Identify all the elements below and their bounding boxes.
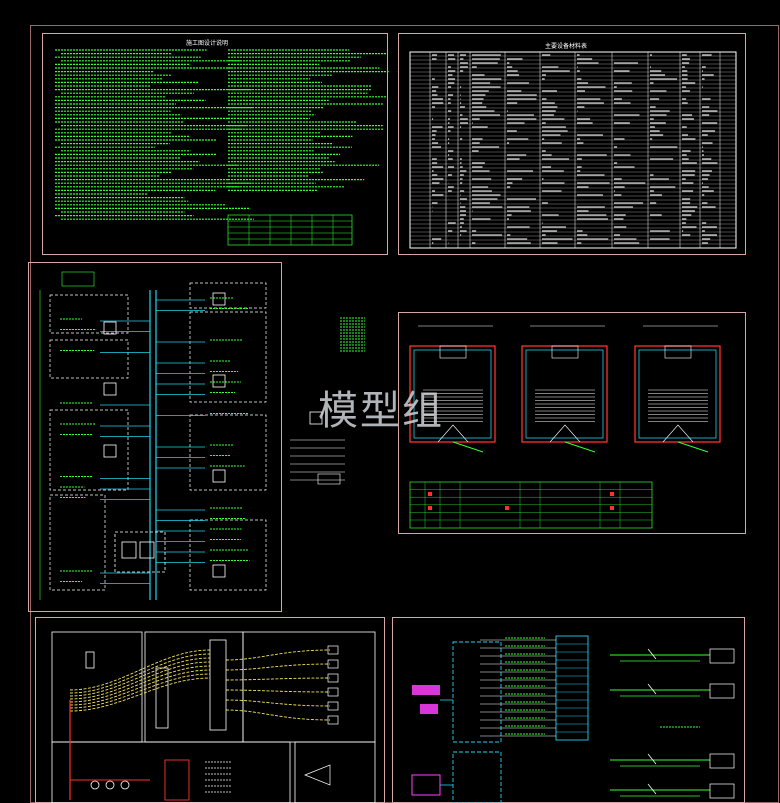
control-cable-bundle bbox=[225, 649, 331, 661]
equipment-symbol bbox=[317, 473, 341, 485]
control-cable-bundle bbox=[69, 677, 211, 712]
plan-leader-line bbox=[677, 441, 709, 453]
plan-leader-line bbox=[564, 441, 596, 453]
riser-room-box bbox=[189, 311, 267, 403]
magenta-device bbox=[412, 685, 440, 695]
control-cable-bundle bbox=[69, 665, 211, 703]
equipment-symbol bbox=[309, 411, 323, 425]
equipment-symbol bbox=[103, 382, 117, 396]
equipment-symbol bbox=[212, 374, 226, 388]
panel-box bbox=[294, 741, 376, 803]
pump-symbol bbox=[120, 780, 130, 790]
control-cable-bundle bbox=[69, 649, 211, 691]
riser-room-box bbox=[49, 494, 106, 591]
plan-stair bbox=[439, 345, 467, 359]
watermark-text: 模型组 bbox=[318, 388, 444, 434]
system-cabinet-dashed bbox=[452, 641, 502, 743]
panel-box bbox=[51, 631, 143, 743]
control-cable-bundle bbox=[69, 657, 211, 697]
equipment-symbol bbox=[212, 469, 226, 483]
terminal-device bbox=[327, 715, 339, 725]
speaker-symbol bbox=[304, 764, 331, 786]
riser-room-box bbox=[189, 519, 267, 591]
equipment-symbol bbox=[103, 444, 117, 458]
riser-room-box bbox=[189, 414, 267, 491]
sheet-title-equipment-table: 主要设备材料表 bbox=[545, 43, 588, 50]
sheet-riser-diagram bbox=[28, 262, 282, 612]
plan-stair bbox=[551, 345, 579, 359]
plan-legend-table bbox=[409, 481, 653, 529]
riser-room-box bbox=[114, 531, 166, 573]
riser-room-box bbox=[189, 282, 267, 309]
output-device-box bbox=[709, 783, 735, 799]
switch-symbol bbox=[647, 683, 657, 695]
plan-door-swing bbox=[662, 424, 694, 443]
terminal-device bbox=[327, 659, 339, 669]
control-cable-bundle bbox=[69, 673, 211, 709]
magenta-device bbox=[420, 704, 438, 714]
plan-door-swing bbox=[437, 424, 469, 443]
riser-room-box bbox=[49, 294, 129, 334]
sheet-title-design-notes: 施工图设计说明 bbox=[186, 40, 229, 47]
pump-symbol bbox=[105, 780, 115, 790]
terminal-device bbox=[327, 673, 339, 683]
legend-symbol bbox=[428, 506, 432, 510]
legend-symbol bbox=[610, 492, 614, 496]
terminal-device bbox=[327, 687, 339, 697]
plan-leader-line bbox=[452, 441, 484, 453]
control-cable-bundle bbox=[225, 699, 331, 707]
control-cable-bundle bbox=[225, 663, 331, 671]
control-cable-bundle bbox=[225, 689, 331, 693]
equipment-symbol bbox=[121, 541, 137, 559]
switch-symbol bbox=[647, 753, 657, 765]
output-device-box bbox=[709, 648, 735, 664]
terminal-device bbox=[327, 645, 339, 655]
plan-door-swing bbox=[549, 424, 581, 443]
control-cable-bundle bbox=[69, 653, 211, 694]
terminal-strip bbox=[555, 635, 589, 741]
control-cable-bundle bbox=[69, 661, 211, 700]
equipment-symbol bbox=[85, 651, 95, 669]
equipment-symbol bbox=[212, 564, 226, 578]
pump-symbol bbox=[90, 780, 100, 790]
terminal-device bbox=[327, 701, 339, 711]
controller-cabinet bbox=[209, 639, 227, 731]
equipment-table-border bbox=[409, 51, 737, 249]
equipment-symbol bbox=[103, 321, 117, 335]
sheet-design-notes bbox=[42, 33, 388, 255]
control-cable-bundle bbox=[225, 677, 331, 681]
switch-symbol bbox=[647, 648, 657, 660]
legend-symbol bbox=[505, 506, 509, 510]
control-cable-bundle bbox=[69, 669, 211, 706]
plan-wall-outline bbox=[521, 345, 608, 443]
plan-pipe-loop bbox=[413, 349, 492, 439]
legend-symbol bbox=[428, 492, 432, 496]
equipment-symbol bbox=[139, 541, 155, 559]
sheet-equipment-table bbox=[398, 33, 746, 255]
riser-room-box bbox=[49, 339, 129, 379]
control-cabinet-red bbox=[164, 759, 190, 801]
plan-stair bbox=[664, 345, 692, 359]
riser-room-box bbox=[49, 409, 129, 491]
equipment-symbol bbox=[212, 292, 226, 306]
output-device-box bbox=[709, 683, 735, 699]
notes-legend-table bbox=[227, 214, 353, 246]
panel-box bbox=[144, 631, 244, 743]
panel-box bbox=[242, 631, 376, 743]
plan-pipe-loop bbox=[525, 349, 604, 439]
legend-symbol bbox=[610, 506, 614, 510]
plan-pipe-loop bbox=[638, 349, 717, 439]
magenta-device bbox=[411, 774, 441, 796]
plan-wall-outline bbox=[634, 345, 721, 443]
panel-box bbox=[51, 741, 291, 803]
switch-symbol bbox=[647, 783, 657, 795]
system-cabinet-dashed bbox=[452, 751, 502, 803]
control-cable-bundle bbox=[225, 709, 331, 721]
legend-box bbox=[61, 271, 95, 287]
output-device-box bbox=[709, 753, 735, 769]
sheet-floor-plans bbox=[398, 312, 746, 534]
